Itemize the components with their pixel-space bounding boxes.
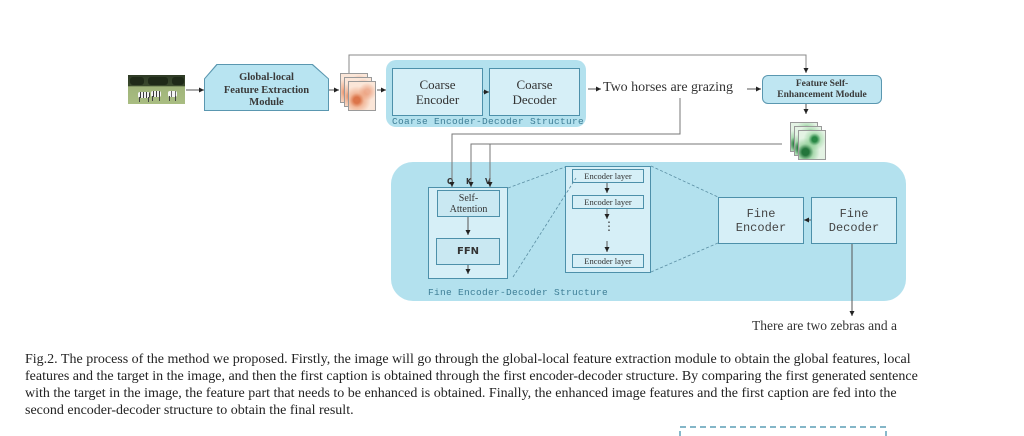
module-label-line: Global-local — [239, 72, 294, 83]
ellipsis: ⋮ — [603, 219, 615, 233]
module-label-line: Feature Extraction — [223, 84, 310, 96]
input-image — [128, 75, 185, 104]
caption-line: with the target in the image, the featur… — [25, 386, 897, 401]
coarse-encoder-label: Coarse — [419, 77, 456, 92]
zebra-leg — [148, 97, 149, 102]
final-caption: There are two zebras and a — [752, 318, 898, 333]
fine-decoder-box: Fine Decoder — [811, 197, 897, 244]
value-label: V — [485, 177, 491, 186]
enhanced-feature-map — [798, 130, 826, 160]
coarse-decoder-label: Decoder — [512, 92, 557, 107]
encoder-layer-label: Encoder layer — [584, 256, 632, 266]
module-label-line: Module — [249, 97, 284, 108]
global-local-module-label: Global-local Feature Extraction Module — [205, 72, 328, 110]
zebra-shape — [138, 92, 150, 98]
zebra-leg — [175, 96, 176, 101]
first-caption: Two horses are grazing — [603, 80, 734, 95]
ffn-box: FFN — [436, 238, 500, 265]
coarse-encoder-label: Encoder — [415, 92, 460, 107]
enhancement-label-line: Feature Self- — [795, 78, 849, 89]
encoder-layer-box: Encoder layer — [572, 195, 644, 209]
zebra-leg — [169, 96, 170, 101]
self-attention-label: Self- — [458, 192, 479, 204]
zebra-shape — [168, 91, 177, 97]
encoder-layer-label: Encoder layer — [584, 171, 632, 181]
self-attention-box: Self- Attention — [437, 190, 500, 217]
photo-tree — [148, 77, 168, 85]
caption-line: Fig.2. The process of the method we prop… — [25, 352, 911, 367]
coarse-encoder-box: Coarse Encoder — [392, 68, 483, 116]
photo-tree — [172, 77, 184, 85]
photo-tree — [130, 77, 144, 85]
coarse-structure-label: Coarse Encoder-Decoder Structure — [392, 116, 585, 127]
coarse-decoder-label: Coarse — [516, 77, 553, 92]
ffn-label: FFN — [456, 246, 480, 257]
self-attention-label: Attention — [449, 203, 488, 215]
encoder-layer-label: Encoder layer — [584, 197, 632, 207]
fine-encoder-box: Fine Encoder — [718, 197, 804, 244]
fine-structure-label: Fine Encoder-Decoder Structure — [428, 287, 609, 298]
zebra-leg — [159, 96, 160, 101]
query-label: Q — [447, 177, 454, 186]
fine-encoder-label: Fine — [746, 206, 776, 221]
next-figure-dashed-box — [679, 426, 887, 436]
figure-caption: Fig.2. The process of the method we prop… — [25, 351, 918, 419]
global-local-module — [205, 65, 328, 110]
zebra-leg — [152, 96, 153, 101]
caption-line: second encoder-decoder structure to obta… — [25, 403, 354, 418]
coarse-decoder-box: Coarse Decoder — [489, 68, 580, 116]
key-label: K — [466, 177, 472, 186]
coarse-feature-map — [348, 81, 376, 111]
encoder-layer-box: Encoder layer — [572, 254, 644, 268]
fine-decoder-label: Decoder — [828, 220, 880, 235]
enhancement-label-line: Enhancement Module — [777, 89, 867, 100]
feature-self-enhancement-module: Feature Self- Enhancement Module — [762, 75, 882, 104]
zebra-leg — [139, 97, 140, 102]
encoder-layer-box: Encoder layer — [572, 169, 644, 183]
fine-decoder-label: Fine — [839, 206, 869, 221]
zebra-shape — [151, 91, 161, 97]
fine-encoder-label: Encoder — [735, 220, 787, 235]
caption-line: features and the target in the image, an… — [25, 369, 918, 384]
